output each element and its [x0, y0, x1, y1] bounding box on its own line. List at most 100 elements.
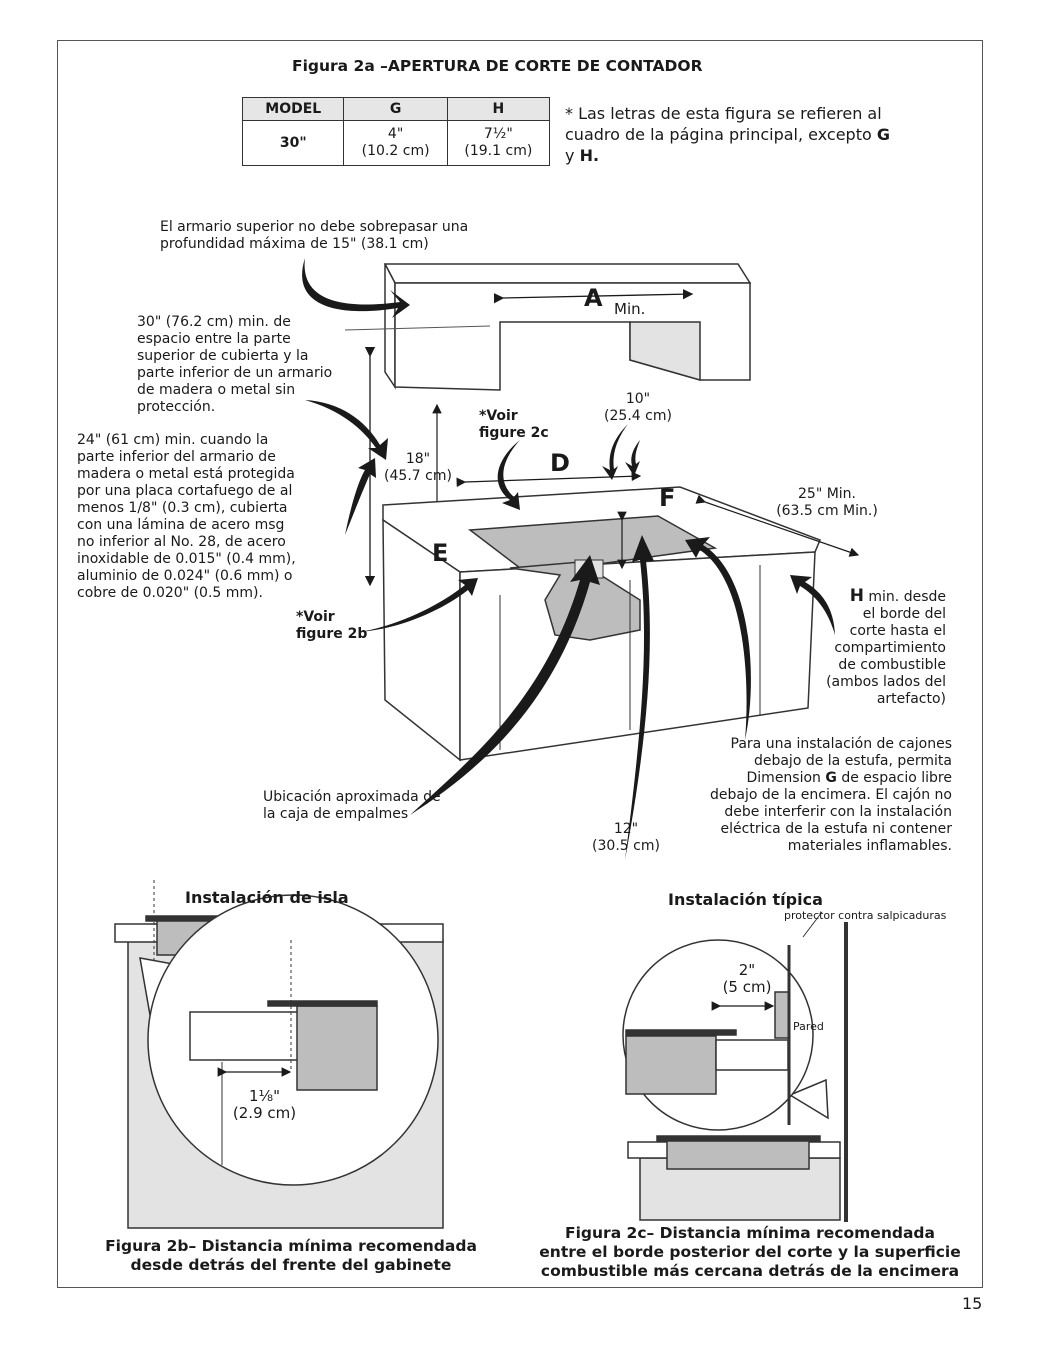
label-dim-25: 25" Min. (63.5 cm Min.)	[762, 486, 892, 520]
label-line: no inferior al No. 28, de acero	[77, 534, 286, 550]
label-clearance-24: 24" (61 cm) min. cuando la parte inferio…	[77, 432, 296, 602]
figure-title: Figura 2a –APERTURA DE CORTE DE CONTADOR	[292, 57, 703, 75]
label-line: espacio entre la parte	[137, 331, 291, 347]
label-line: corte hasta el	[849, 623, 946, 639]
table-header-g: G	[343, 97, 448, 121]
island-title: Instalación de isla	[185, 888, 349, 907]
label-line: 10"	[625, 391, 651, 407]
label-clearance-30: 30" (76.2 cm) min. de espacio entre la p…	[137, 314, 332, 416]
note-line-1: * Las letras de esta figura se refieren …	[565, 104, 882, 123]
label-line: la caja de empalmes	[263, 806, 409, 822]
table-cell-h: 7½"(19.1 cm)	[446, 120, 551, 166]
caption-line: desde detrás del frente del gabinete	[130, 1256, 452, 1274]
drawers-dim-g: G	[825, 770, 837, 786]
label-line: El armario superior no debe sobrepasar u…	[160, 219, 469, 235]
label-line: con una lámina de acero msg	[77, 517, 285, 533]
label-line: materiales inflamables.	[787, 838, 952, 854]
label-line: de combustible	[838, 657, 946, 673]
cabinet-bottom-line	[344, 325, 491, 331]
label-line: 30" (76.2 cm) min. de	[137, 314, 291, 330]
typical-illustration	[622, 911, 848, 1222]
label-line: 1⅛"	[249, 1087, 280, 1105]
caption-line: Figura 2c– Distancia mínima recomendada	[565, 1224, 935, 1242]
h-cm: (19.1 cm)	[464, 143, 533, 159]
label-junction-box: Ubicación aproximada de la caja de empal…	[263, 789, 441, 823]
label-line: el borde del	[862, 606, 946, 622]
upper-cabinet	[383, 263, 752, 391]
figure-2b-caption: Figura 2b– Distancia mínima recomendada …	[86, 1237, 496, 1275]
letter-h: H	[849, 586, 864, 606]
caption-line: entre el borde posterior del corte y la …	[539, 1243, 961, 1261]
note-bold-h: H.	[579, 146, 600, 165]
page-frame	[57, 40, 983, 1288]
table-cell-model: 30"	[241, 120, 345, 166]
label-line: figure 2c	[479, 425, 549, 441]
label-line: 25" Min.	[798, 486, 856, 502]
label-splash-guard: protector contra salpicaduras	[784, 909, 947, 922]
base-cabinet	[382, 486, 821, 762]
letter-f: F	[659, 484, 676, 512]
figure-2c-caption: Figura 2c– Distancia mínima recomendada …	[522, 1224, 978, 1281]
label-line: menos 1/8" (0.3 cm), cubierta	[77, 500, 288, 516]
label-line: inoxidable de 0.015" (0.4 mm),	[77, 551, 296, 567]
label-line: debajo de la encimera. El cajón no	[710, 787, 952, 803]
label-line: Dimension G de espacio libre	[682, 770, 952, 787]
g-cm: (10.2 cm)	[361, 143, 430, 159]
label-line: profundidad máxima de 15" (38.1 cm)	[160, 236, 429, 252]
label-line: cobre de 0.020" (0.5 mm).	[77, 585, 263, 601]
label-line: (30.5 cm)	[592, 838, 660, 854]
page-number: 15	[962, 1294, 983, 1313]
label-line: *Voir	[479, 408, 518, 424]
label-line: 2"	[738, 961, 756, 979]
label-line: *Voir	[296, 609, 335, 625]
label-line: (ambos lados del	[826, 674, 946, 690]
label-dim-12: 12" (30.5 cm)	[586, 821, 666, 855]
label-dim-1-1-8: 1⅛" (2.9 cm)	[222, 1088, 307, 1122]
typical-title: Instalación típica	[668, 890, 823, 909]
spec-table: MODEL G H 30" 4"(10.2 cm) 7½"(19.1 cm)	[241, 97, 551, 166]
label-line: figure 2b	[296, 626, 368, 642]
leader-arrows	[302, 258, 835, 860]
label-line: Ubicación aproximada de	[263, 789, 441, 805]
label-dim-18: 18" (45.7 cm)	[378, 451, 458, 485]
label-line: 18"	[405, 451, 431, 467]
label-voir-2b: *Voir figure 2b	[296, 609, 367, 643]
caption-line: Figura 2b– Distancia mínima recomendada	[105, 1237, 477, 1255]
letter-a: A	[584, 284, 603, 312]
label-h-min: H min. desde el borde del corte hasta el…	[800, 588, 946, 708]
note-line-3: y H.	[565, 145, 890, 166]
label-line: compartimiento	[834, 640, 946, 656]
label-line: debajo de la estufa, permita	[753, 753, 952, 769]
label-line: (63.5 cm Min.)	[776, 503, 878, 519]
g-inches: 4"	[387, 126, 404, 142]
label-line: eléctrica de la estufa ni contener	[720, 821, 952, 837]
label-drawers: Para una instalación de cajones debajo d…	[682, 736, 952, 855]
label-dim-2: 2" (5 cm)	[712, 962, 782, 996]
label-line: (45.7 cm)	[384, 468, 452, 484]
label-line: H min. desde	[800, 588, 946, 606]
label-line: debe interferir con la instalación	[724, 804, 952, 820]
label-voir-2c: *Voir figure 2c	[479, 408, 549, 442]
label-line: de madera o metal sin	[137, 382, 296, 398]
label-line: protección.	[137, 399, 216, 415]
label-line: por una placa cortafuego de al	[77, 483, 293, 499]
drawers-dim-suffix: de espacio libre	[836, 770, 952, 786]
note-bold-g: G	[876, 125, 890, 144]
label-line: parte inferior de un armario	[137, 365, 333, 381]
label-dim-10: 10" (25.4 cm)	[598, 391, 678, 425]
table-cell-g: 4"(10.2 cm)	[343, 120, 448, 166]
dim-25-line	[695, 494, 860, 557]
label-line: aluminio de 0.024" (0.6 mm) o	[77, 568, 293, 584]
letter-d: D	[550, 449, 570, 477]
note-line-2-text: cuadro de la página principal, excepto	[565, 125, 877, 144]
label-line: (5 cm)	[722, 978, 772, 996]
h-inches: 7½"	[483, 126, 513, 142]
island-illustration	[114, 880, 444, 1229]
h-line-0: min. desde	[863, 589, 946, 605]
label-upper-cabinet: El armario superior no debe sobrepasar u…	[160, 219, 468, 253]
note-line-3-text: y	[565, 146, 580, 165]
letter-e: E	[432, 539, 449, 567]
label-line: Para una instalación de cajones	[730, 736, 952, 752]
label-line: (2.9 cm)	[232, 1104, 297, 1122]
